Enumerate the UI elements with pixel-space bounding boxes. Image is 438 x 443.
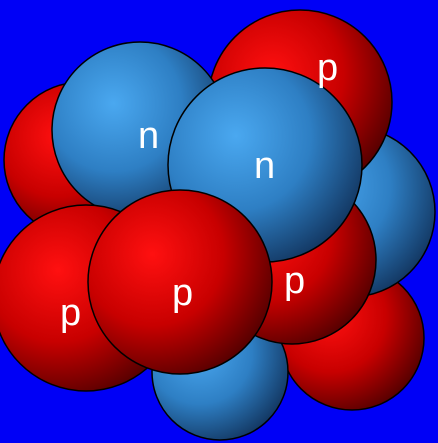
label-n-upper-left: n [138, 115, 159, 157]
label-p-top-right: p [317, 47, 338, 89]
label-p-lower-left: p [60, 292, 81, 334]
label-p-front: p [172, 272, 193, 314]
label-p-middle-right: p [284, 260, 305, 302]
label-n-center: n [254, 145, 275, 187]
